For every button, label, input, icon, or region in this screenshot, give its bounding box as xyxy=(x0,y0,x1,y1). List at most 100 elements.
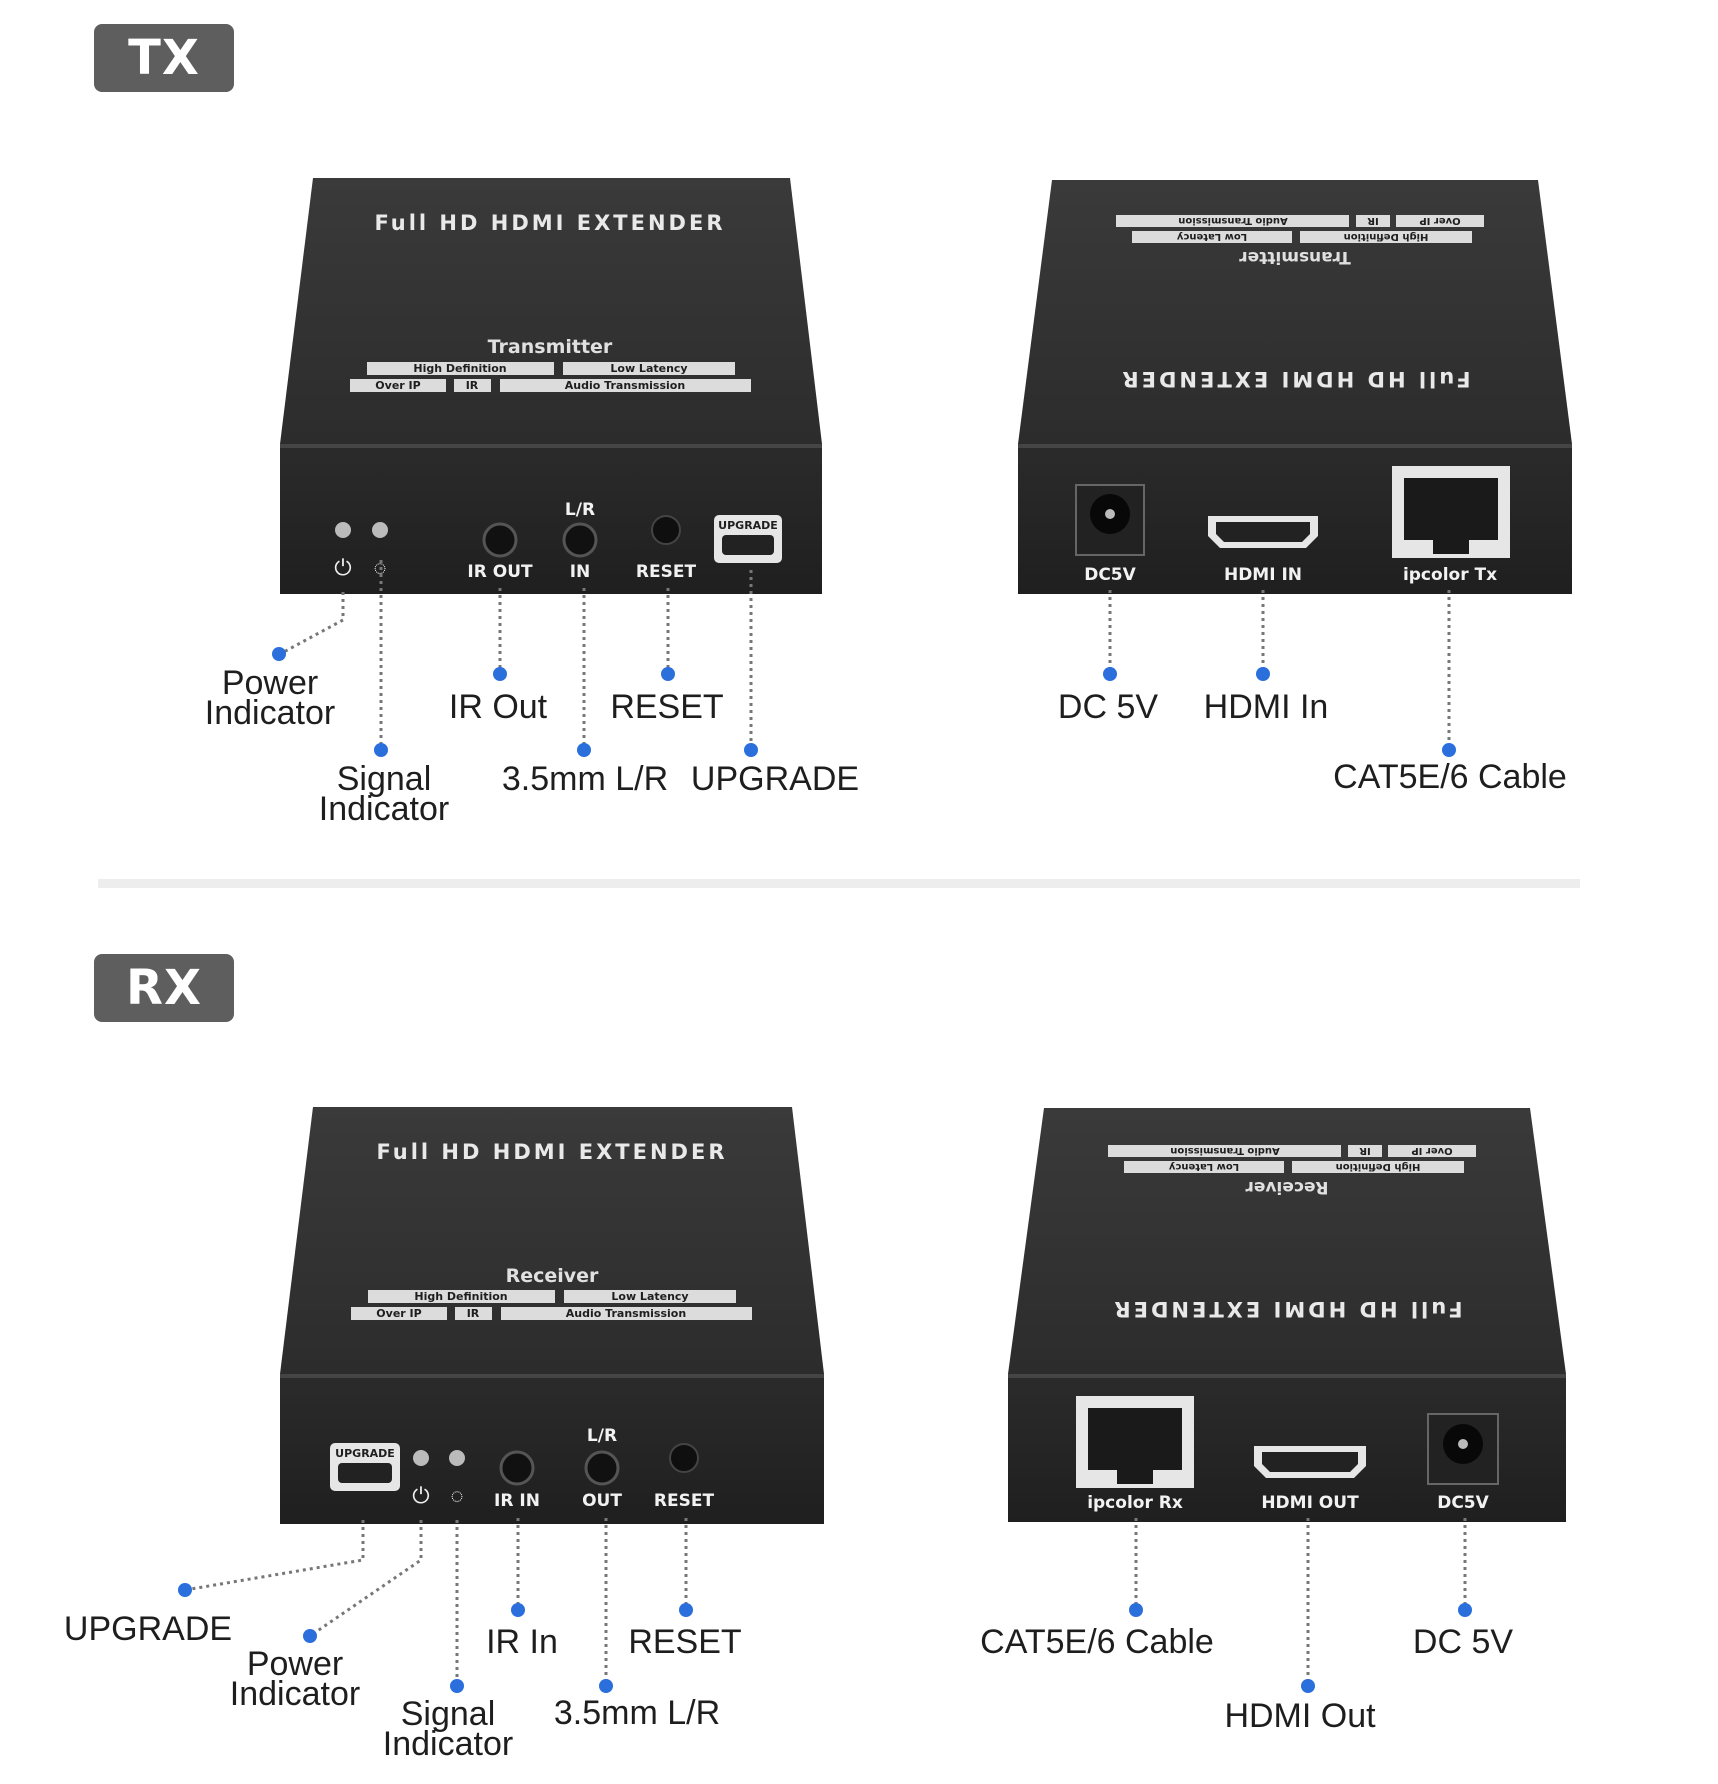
tx-front-feature-2: Low Latency xyxy=(610,362,687,375)
rx-section-badge: RX xyxy=(94,954,234,1022)
tx-callout-signal-2: Indicator xyxy=(319,790,449,828)
rx-ir-in-label: IR IN xyxy=(494,1491,540,1511)
tx-rear-product-title: Full HD HDMI EXTENDER xyxy=(1119,367,1470,391)
callout-dot xyxy=(374,743,388,757)
rx-hdmi-out-label: HDMI OUT xyxy=(1261,1493,1359,1513)
callout-dot xyxy=(599,1679,613,1693)
tx-hdmi-in-label: HDMI IN xyxy=(1224,565,1302,585)
rx-audio-out-jack xyxy=(584,1450,620,1486)
rx-rear-device-name: Receiver xyxy=(1245,1177,1329,1197)
rx-callout-power-1: Power xyxy=(247,1645,343,1683)
tx-front-feature-4: IR xyxy=(466,379,479,392)
tx-reset-button xyxy=(651,515,681,545)
tx-callout-signal-1: Signal xyxy=(337,760,432,798)
rx-callout-cat: CAT5E/6 Cable xyxy=(980,1623,1214,1661)
rx-callout-ir-in: IR In xyxy=(486,1623,558,1661)
rx-front-feature-5: Audio Transmission xyxy=(566,1307,686,1320)
rx-power-led xyxy=(413,1450,429,1466)
callout-dot xyxy=(178,1583,192,1597)
callout-dot xyxy=(493,667,507,681)
tx-dc-label: DC5V xyxy=(1084,565,1136,585)
rx-callout-signal-2: Indicator xyxy=(383,1725,513,1763)
rx-front-feature-2: Low Latency xyxy=(611,1290,688,1303)
rx-out-label: OUT xyxy=(582,1491,622,1511)
rx-front-feature-3: Over IP xyxy=(376,1307,421,1320)
callout-dot xyxy=(661,667,675,681)
tx-callout-upgrade: UPGRADE xyxy=(691,760,859,798)
rx-upgrade-port-label: UPGRADE xyxy=(335,1447,395,1460)
rx-dc-label: DC5V xyxy=(1437,1493,1489,1513)
tx-callout-dc: DC 5V xyxy=(1058,688,1158,726)
rx-callout-upgrade: UPGRADE xyxy=(64,1610,232,1648)
tx-callout-power-1: Power xyxy=(222,664,318,702)
tx-front-feature-3: Over IP xyxy=(375,379,420,392)
tx-rear-feature-4: IR xyxy=(1367,215,1379,226)
tx-front-device-name: Transmitter xyxy=(488,336,613,358)
tx-rear-device-name: Transmitter xyxy=(1239,247,1351,267)
rx-front-feature-4: IR xyxy=(467,1307,480,1320)
power-icon: ⏻ xyxy=(334,555,351,580)
callout-dot xyxy=(679,1603,693,1617)
tx-ir-out-jack xyxy=(482,522,518,558)
tx-front-feature-1: High Definition xyxy=(413,362,506,375)
callout-dot xyxy=(577,743,591,757)
tx-upgrade-port-label: UPGRADE xyxy=(718,519,778,532)
tx-callout-hdmi-in: HDMI In xyxy=(1204,688,1329,726)
section-divider xyxy=(98,879,1580,888)
tx-section-badge: TX xyxy=(94,24,234,92)
tx-rear-feature-3: Over IP xyxy=(1419,215,1460,226)
rx-front-product-title: Full HD HDMI EXTENDER xyxy=(376,1140,727,1164)
rx-rear-feature-5: Audio Transmission xyxy=(1170,1145,1279,1156)
tx-callout-lr: 3.5mm L/R xyxy=(502,760,668,798)
tx-front-feature-5: Audio Transmission xyxy=(565,379,685,392)
rx-rear-feature-3: Over IP xyxy=(1411,1145,1452,1156)
rx-rear-feature-2: Low Latency xyxy=(1168,1161,1239,1172)
callout-dot xyxy=(1458,1603,1472,1617)
rx-rear-device: Full HD HDMI EXTENDER Receiver High Defi… xyxy=(1008,1108,1566,1522)
tx-rear-feature-2: Low Latency xyxy=(1176,231,1247,242)
callout-dot xyxy=(272,647,286,661)
callout-dot xyxy=(303,1629,317,1643)
tx-ipcolor-label: ipcolor Tx xyxy=(1403,565,1497,585)
rx-callout-dc: DC 5V xyxy=(1413,1623,1513,1661)
tx-in-label: IN xyxy=(570,562,591,582)
rx-callout-signal-1: Signal xyxy=(401,1695,496,1733)
callout-dot xyxy=(1442,743,1456,757)
tx-power-led xyxy=(335,522,351,538)
callout-dot xyxy=(1301,1679,1315,1693)
tx-callout-cat: CAT5E/6 Cable xyxy=(1333,758,1567,796)
rx-ir-in-jack xyxy=(499,1450,535,1486)
rx-lr-label: L/R xyxy=(587,1426,617,1446)
tx-signal-led xyxy=(372,522,388,538)
rx-rear-feature-4: IR xyxy=(1359,1145,1371,1156)
tx-callout-ir-out: IR Out xyxy=(449,688,548,726)
tx-callouts: Power Indicator Signal Indicator IR Out … xyxy=(205,664,1567,828)
rx-callout-hdmi-out: HDMI Out xyxy=(1224,1697,1376,1735)
rx-rear-feature-1: High Definition xyxy=(1336,1161,1421,1172)
rx-reset-button xyxy=(669,1443,699,1473)
rx-reset-label: RESET xyxy=(654,1491,715,1511)
tx-audio-in-jack xyxy=(562,522,598,558)
rx-front-feature-1: High Definition xyxy=(414,1290,507,1303)
callout-dot xyxy=(1103,667,1117,681)
tx-lr-label: L/R xyxy=(565,500,595,520)
rx-callout-power-2: Indicator xyxy=(230,1675,360,1713)
callout-dot xyxy=(1256,667,1270,681)
tx-rear-device: Full HD HDMI EXTENDER Transmitter High D… xyxy=(1018,180,1572,594)
tx-ir-out-label: IR OUT xyxy=(467,562,533,582)
tx-rear-feature-1: High Definition xyxy=(1344,231,1429,242)
rx-ipcolor-label: ipcolor Rx xyxy=(1087,1493,1183,1513)
tx-front-device: Full HD HDMI EXTENDER Transmitter High D… xyxy=(280,178,822,594)
tx-front-product-title: Full HD HDMI EXTENDER xyxy=(374,211,725,235)
rx-front-device: Full HD HDMI EXTENDER Receiver High Defi… xyxy=(280,1107,824,1524)
tx-rear-feature-5: Audio Transmission xyxy=(1178,215,1287,226)
rx-rear-product-title: Full HD HDMI EXTENDER xyxy=(1111,1297,1462,1321)
power-icon: ⏻ xyxy=(412,1483,429,1508)
tx-reset-label: RESET xyxy=(636,562,697,582)
tx-callout-reset: RESET xyxy=(610,688,723,726)
callout-dot xyxy=(450,1679,464,1693)
callout-dot xyxy=(1129,1603,1143,1617)
rx-callouts: UPGRADE Power Indicator Signal Indicator… xyxy=(64,1610,1513,1763)
rx-callout-reset: RESET xyxy=(628,1623,741,1661)
